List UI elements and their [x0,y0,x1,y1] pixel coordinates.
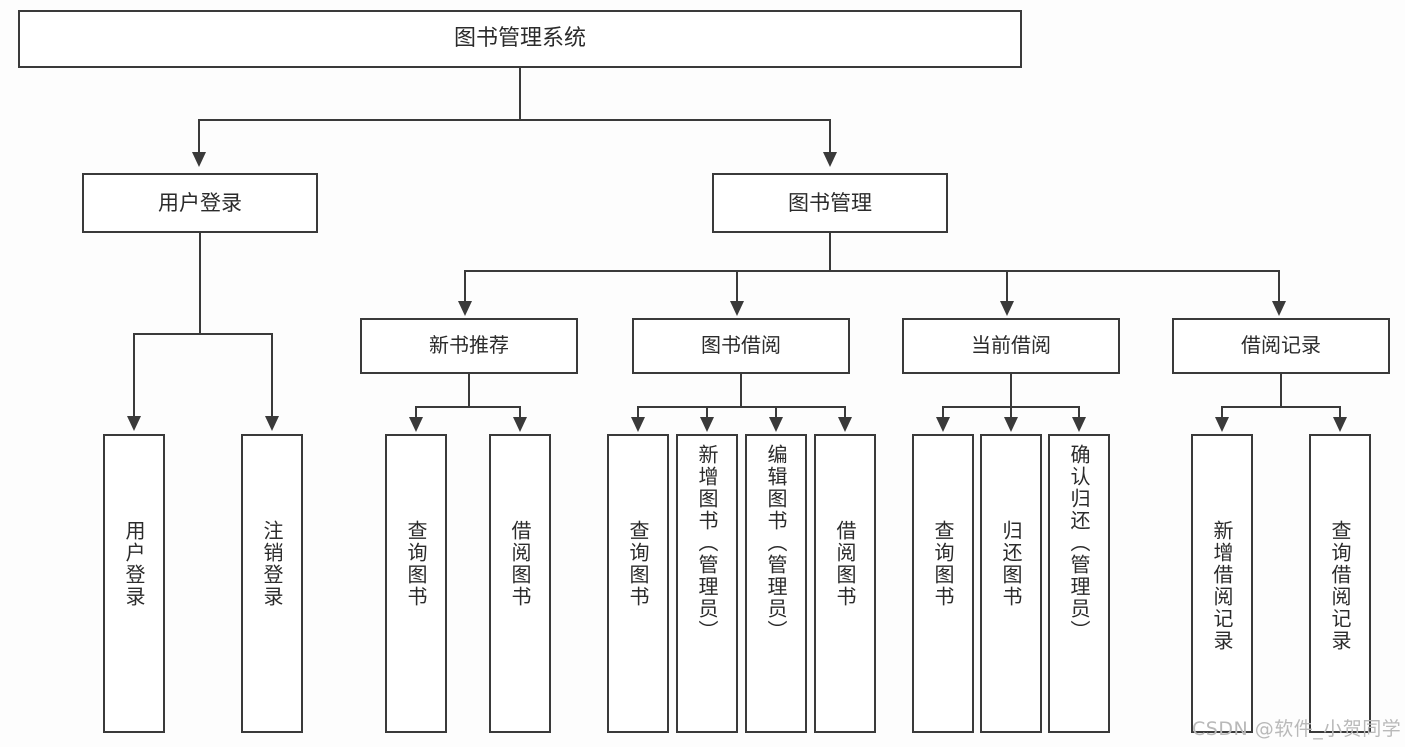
node-book-management-system[interactable]: 图书管理系统 [18,10,1022,68]
arrow-bb-to-leaf-1 [700,417,714,432]
leaf-user-login[interactable]: 用户登录 [103,434,165,733]
node-book-management[interactable]: 图书管理 [712,173,948,233]
leaf-borrow-book-bb[interactable]: 借阅图书 [814,434,876,733]
edge-root-to-book-management [829,119,831,154]
node-label: 图书管理系统 [453,26,586,52]
arrow-bb-to-leaf-3 [838,417,852,432]
edge-cb-to-leaf-1 [1010,406,1012,419]
edge-bb-stem [740,374,742,407]
edge-user-login-bar [133,333,272,335]
node-label: 查询图书 [404,520,428,608]
node-label: 查询借阅记录 [1328,520,1352,652]
arrow-nbr-to-leaf-1 [513,417,527,432]
edge-root-to-user-login [198,119,200,154]
edge-book-management-stem [829,233,831,271]
edge-cb-to-leaf-0 [942,406,944,419]
node-label: 新增图书（管理员） [695,444,719,642]
edge-bb-to-leaf-1 [706,406,708,419]
leaf-confirm-return-admin[interactable]: 确认归还（管理员） [1048,434,1110,733]
node-user-login[interactable]: 用户登录 [82,173,318,233]
node-label: 查询图书 [931,520,955,608]
node-label: 新增借阅记录 [1210,520,1234,652]
edge-cb-stem [1010,374,1012,407]
edge-bb-bar [637,406,845,408]
arrow-cb-to-leaf-1 [1004,417,1018,432]
node-borrow-record[interactable]: 借阅记录 [1172,318,1390,374]
node-label: 当前借阅 [971,333,1051,358]
arrow-bm-to-lvl3-1 [730,301,744,316]
edge-br-stem [1280,374,1282,407]
edge-book-management-bar [464,270,1280,272]
node-new-book-recommend[interactable]: 新书推荐 [360,318,578,374]
node-label: 借阅图书 [508,520,532,608]
leaf-query-book-bb[interactable]: 查询图书 [607,434,669,733]
leaf-logout-login[interactable]: 注销登录 [241,434,303,733]
edge-br-to-leaf-1 [1339,406,1341,419]
leaf-borrow-book-nbr[interactable]: 借阅图书 [489,434,551,733]
node-current-borrow[interactable]: 当前借阅 [902,318,1120,374]
leaf-query-book-nbr[interactable]: 查询图书 [385,434,447,733]
node-label: 图书借阅 [701,333,781,358]
node-label: 归还图书 [999,520,1023,608]
edge-br-to-leaf-0 [1221,406,1223,419]
node-label: 用户登录 [122,520,146,608]
leaf-edit-book-admin[interactable]: 编辑图书（管理员） [745,434,807,733]
edge-root-bar [198,119,831,121]
edge-br-bar [1221,406,1341,408]
edge-nbr-bar [415,406,521,408]
node-label: 新书推荐 [429,333,509,358]
edge-bm-to-lvl3-2 [1006,270,1008,303]
arrow-user-login-to-leaf-1 [265,416,279,431]
node-label: 借阅记录 [1241,333,1321,358]
node-label: 编辑图书（管理员） [764,444,788,642]
arrow-br-to-leaf-1 [1333,417,1347,432]
arrow-bm-to-lvl3-3 [1272,301,1286,316]
edge-nbr-stem [468,374,470,407]
arrow-cb-to-leaf-0 [936,417,950,432]
edge-bm-to-lvl3-3 [1278,270,1280,303]
edge-nbr-to-leaf-1 [519,406,521,419]
edge-bm-to-lvl3-1 [736,270,738,303]
node-book-borrow[interactable]: 图书借阅 [632,318,850,374]
edge-nbr-to-leaf-0 [415,406,417,419]
leaf-query-book-cb[interactable]: 查询图书 [912,434,974,733]
arrow-bm-to-lvl3-2 [1000,301,1014,316]
edge-root-stem [519,68,521,120]
edge-bm-to-lvl3-0 [464,270,466,303]
edge-bb-to-leaf-3 [844,406,846,419]
edge-user-login-stem [199,233,201,334]
edge-bb-to-leaf-2 [775,406,777,419]
arrow-bm-to-lvl3-0 [458,301,472,316]
node-label: 注销登录 [260,520,284,608]
arrow-root-to-book-management [823,152,837,167]
leaf-add-book-admin[interactable]: 新增图书（管理员） [676,434,738,733]
edge-user-login-to-leaf-1 [271,333,273,418]
leaf-query-borrow-record[interactable]: 查询借阅记录 [1309,434,1371,733]
node-label: 用户登录 [158,190,242,215]
arrow-nbr-to-leaf-0 [409,417,423,432]
arrow-br-to-leaf-0 [1215,417,1229,432]
arrow-cb-to-leaf-2 [1072,417,1086,432]
edge-cb-to-leaf-2 [1078,406,1080,419]
arrow-root-to-user-login [192,152,206,167]
node-label: 借阅图书 [833,520,857,608]
edge-bb-to-leaf-0 [637,406,639,419]
arrow-user-login-to-leaf-0 [127,416,141,431]
leaf-return-book[interactable]: 归还图书 [980,434,1042,733]
leaf-add-borrow-record[interactable]: 新增借阅记录 [1191,434,1253,733]
node-label: 图书管理 [788,190,872,215]
node-label: 查询图书 [626,520,650,608]
node-label: 确认归还（管理员） [1067,444,1091,642]
arrow-bb-to-leaf-2 [769,417,783,432]
arrow-bb-to-leaf-0 [631,417,645,432]
csdn-watermark: CSDN @软件_小贺同学 [1192,718,1402,740]
edge-user-login-to-leaf-0 [133,333,135,418]
